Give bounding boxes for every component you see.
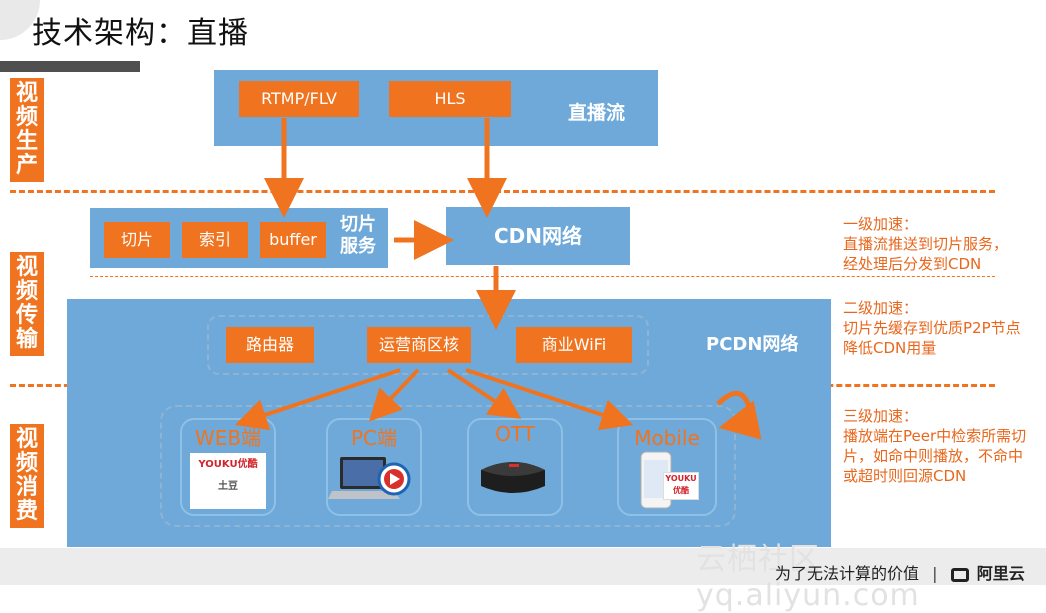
pcdn-node-group [207,315,649,375]
arrow-peer-loop [716,391,762,440]
arrow-pcdn-to-mobile [465,368,634,431]
note-level3: 三级加速： 播放端在Peer中检索所需切 片，如命中则播放，不命中 或超时则回源… [843,406,1026,486]
note-level2-line: 降低CDN用量 [843,339,937,357]
protocol-rtmp-flv: RTMP/FLV [239,81,359,117]
pcdn-node-router: 路由器 [226,327,314,363]
pcdn-node-isp-core: 运营商区核 [367,327,471,363]
note-level3-line: 三级加速： [843,407,919,425]
note-level3-line: 或超时则回源CDN [843,467,967,485]
footer-divider: | [932,564,938,583]
label-video-production: 视频生产 [10,78,44,182]
laptop-play-icon [328,457,411,499]
slice-item-segment: 切片 [104,222,170,258]
note-level3-line: 片，如命中则播放，不命中 [843,447,1024,465]
separator-cdn-thin [90,276,995,277]
client-pc-title: PC端 [350,426,398,450]
note-level1-line: 经处理后分发到CDN [843,255,982,273]
note-level1-line: 一级加速： [843,215,919,233]
web-logos: YOUKU优酷 土豆 [190,453,266,509]
mobile-youku-logo: YOUKU优酷 [663,472,699,500]
slice-item-buffer: buffer [260,222,326,258]
client-group [160,405,736,527]
note-level1: 一级加速： 直播流推送到切片服务， 经处理后分发到CDN [843,214,1008,274]
note-level1-line: 直播流推送到切片服务， [843,235,1009,253]
slice-item-index: 索引 [182,222,248,258]
live-stream-label: 直播流 [568,102,626,124]
youku-logo: YOUKU优酷 [198,459,258,470]
note-level2-line: 切片先缓存到优质P2P节点 [843,319,1021,337]
pcdn-network-label: PCDN网络 [706,334,799,355]
label-video-consumption: 视频消费 [10,424,44,528]
arrow-pcdn-to-ott [446,368,522,419]
tudou-logo: 土豆 [218,481,238,492]
note-level2-line: 二级加速： [843,299,919,317]
arrow-pcdn-to-pc [368,368,420,422]
arrow-pcdn-to-web [234,368,401,431]
footer-brand: 阿里云 [976,564,1025,583]
client-mobile: Mobile YOUKU优酷 [617,418,717,516]
client-ott-title: OTT [495,422,535,446]
footer-slogan: 为了无法计算的价值 [775,564,920,583]
note-level2: 二级加速： 切片先缓存到优质P2P节点 降低CDN用量 [843,298,1021,358]
pcdn-node-commercial-wifi: 商业WiFi [516,327,632,363]
page-title: 技术架构：直播 [32,16,249,51]
footer-slogan-group: 为了无法计算的价值 | 阿里云 [775,560,1025,584]
title-underline [0,61,140,72]
slicing-service-label: 切片服务 [340,214,376,257]
protocol-hls: HLS [389,81,511,117]
label-video-transmission: 视频传输 [10,252,44,356]
footer-bar [0,548,1046,585]
aliyun-logo-icon [950,568,969,582]
flow-arrows [234,118,762,440]
client-pc: PC端 [326,418,422,516]
tv-box-icon [481,462,545,493]
client-ott: OTT [467,418,563,516]
client-mobile-title: Mobile [634,426,700,450]
note-level3-line: 播放端在Peer中检索所需切 [843,427,1027,445]
